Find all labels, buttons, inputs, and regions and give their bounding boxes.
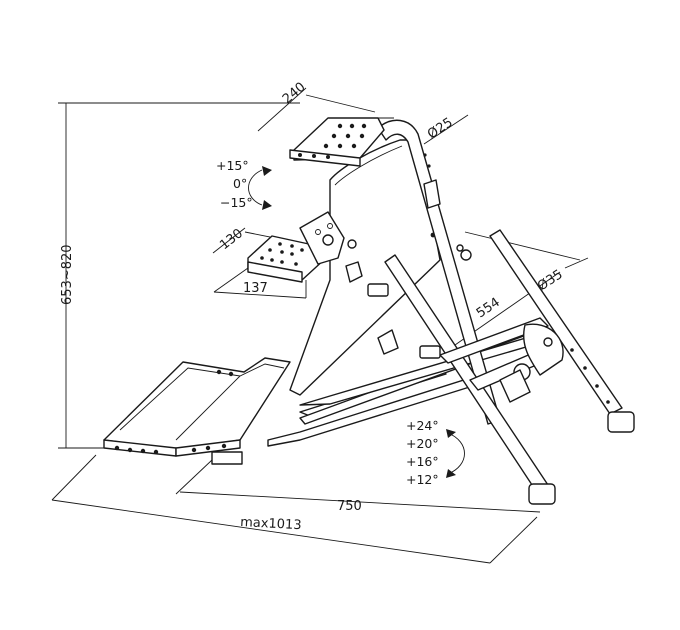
top-tube-diameter-label: Ø25 <box>425 115 456 142</box>
angle-labels: +15° 0° −15° +24° +20° +16° +12° <box>216 158 439 487</box>
clip-1 <box>367 283 389 297</box>
knob-1 <box>345 261 363 283</box>
shifter-plate-holes <box>260 242 304 266</box>
tray-holes <box>114 369 234 455</box>
top-rotation-arc <box>248 169 263 206</box>
tube-length-label: 554 <box>474 295 503 321</box>
shifter-bracket <box>299 211 345 265</box>
knob-2 <box>377 329 399 355</box>
top-angle-0: 0° <box>233 176 247 191</box>
top-plate-holes <box>298 123 367 159</box>
lower-crossbar <box>439 317 549 364</box>
tray-clip <box>211 451 243 465</box>
knob-3 <box>423 179 441 209</box>
top-plate <box>289 117 385 167</box>
foot-front <box>528 483 556 505</box>
shifter-plate <box>247 211 345 283</box>
max-length-label: max1013 <box>240 515 302 533</box>
base-rotation-arc <box>447 432 465 475</box>
clip-2 <box>419 345 441 359</box>
base-rails <box>267 329 551 447</box>
main-tube-diameter-label: Ø35 <box>535 267 566 294</box>
top-angle-minus15: −15° <box>220 195 253 210</box>
pedal-plate-depth-label: 137 <box>243 281 268 296</box>
base-angle-24: +24° <box>406 418 439 433</box>
rotation-arrows <box>248 166 465 478</box>
dimension-lines <box>51 87 589 564</box>
top-plate-face <box>293 117 385 161</box>
foot-rear <box>607 411 635 433</box>
adjustment-knobs <box>345 179 472 359</box>
base-angle-16: +16° <box>406 454 439 469</box>
cross-members <box>439 317 564 403</box>
tray-frame <box>103 357 291 451</box>
rear-hinge-bracket <box>523 323 564 376</box>
base-depth-label: 750 <box>337 499 362 514</box>
base-angle-20: +20° <box>406 436 439 451</box>
top-angle-plus15: +15° <box>216 158 249 173</box>
height-range-label: 653~820 <box>60 244 75 305</box>
base-angle-12: +12° <box>406 472 439 487</box>
panel-body <box>289 139 441 396</box>
slide-tray <box>103 357 291 465</box>
